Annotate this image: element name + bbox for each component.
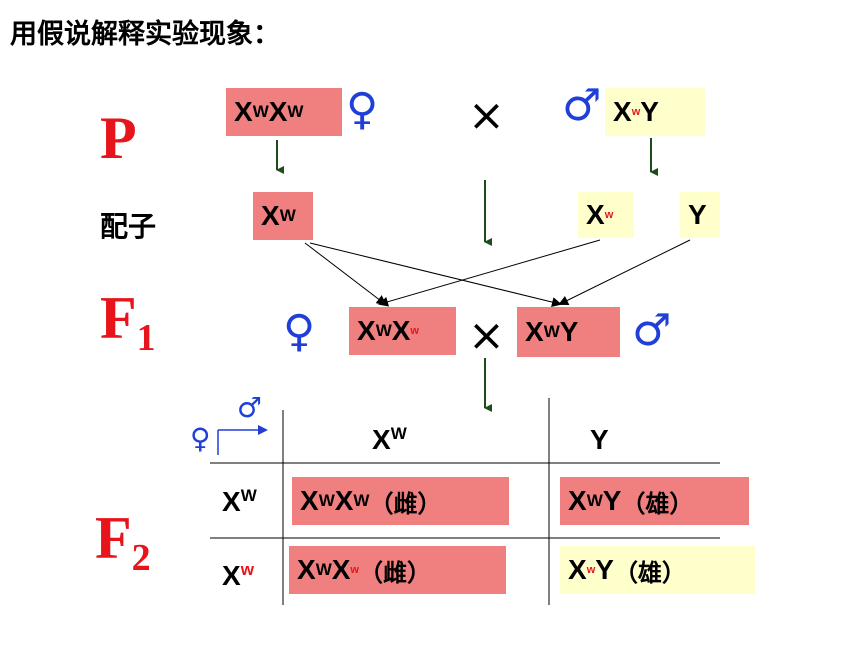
f1-male-symbol-icon: ♂ (632, 305, 672, 356)
line-y-to-f1-male (558, 239, 691, 305)
header-col-y: Y (590, 424, 609, 455)
male-symbol-icon: ♂ (562, 80, 602, 131)
line-xw-to-f1-female (304, 242, 387, 306)
f1-female-symbol-icon: ♀ (283, 306, 316, 357)
corner-female-icon: ♀ (190, 422, 211, 455)
header-row-xsmallw: Xw (222, 560, 254, 591)
cross-symbol-f1: × (468, 310, 505, 361)
generation-p-label: P (100, 105, 137, 171)
header-row-xw: XW (222, 486, 257, 517)
slide-title: 用假说解释实验现象： (10, 19, 280, 50)
corner-male-icon: ♂ (237, 391, 263, 424)
generation-f1-label: F1 (100, 285, 156, 359)
line-xw-to-f1-male (309, 242, 562, 307)
header-col-xw: XW (372, 424, 407, 455)
line-xsmallw-to-f1-female (378, 239, 601, 307)
cross-symbol-p: × (468, 90, 505, 141)
gamete-label: 配子 (100, 210, 157, 243)
generation-f2-label: F2 (95, 505, 151, 579)
female-symbol-icon: ♀ (346, 84, 379, 135)
gamete-male-y: Y (680, 192, 720, 238)
